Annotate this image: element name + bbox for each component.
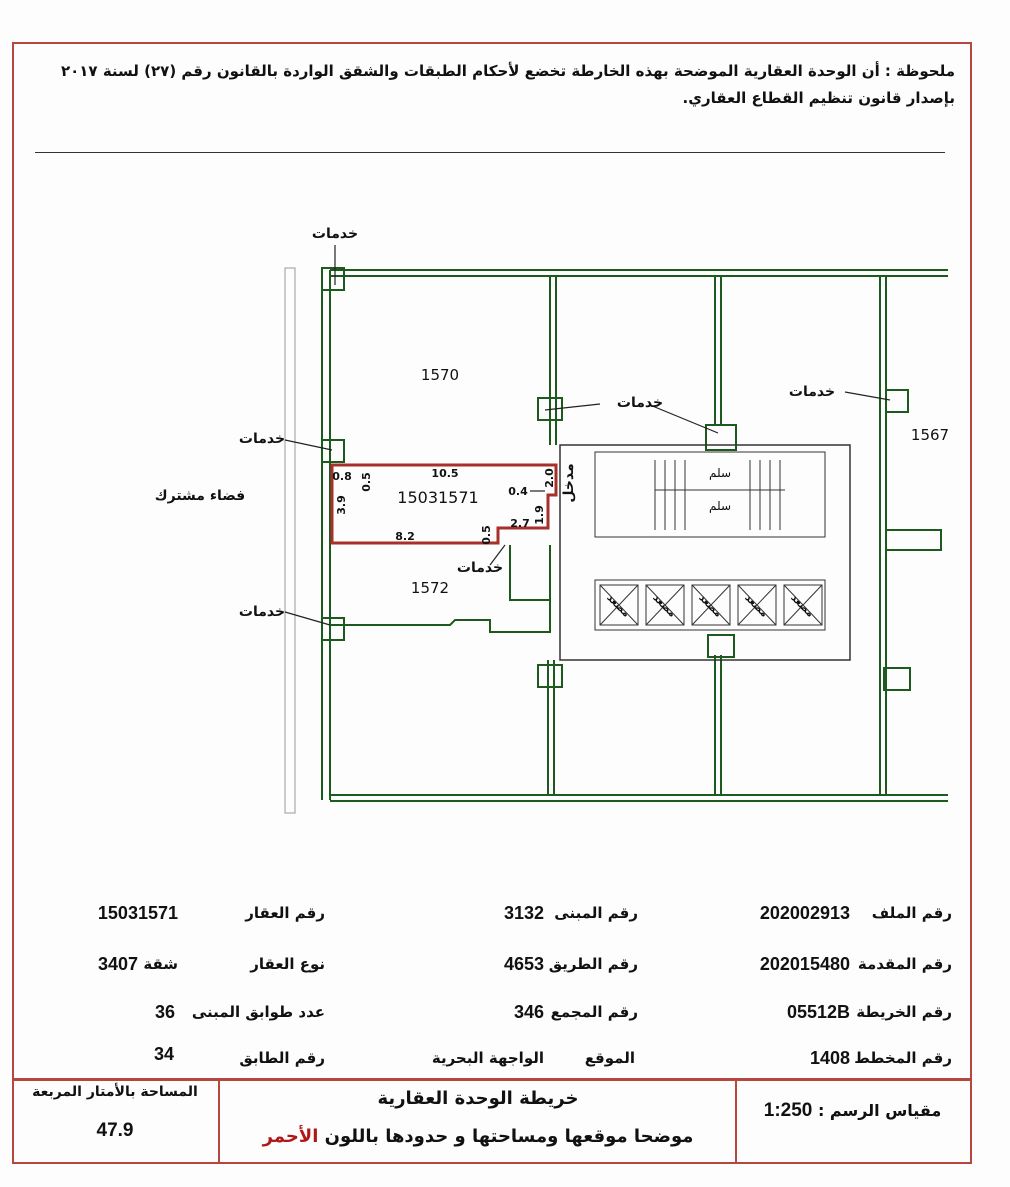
dim-bottom: 8.2	[395, 530, 415, 543]
map-title: خريطة الوحدة العقارية	[377, 1088, 579, 1109]
property-number-label: رقم العقار	[245, 904, 325, 922]
scale: مقياس الرسم : 1:250	[740, 1100, 965, 1122]
floor-plan: مصعد مصعد مصعد مصعد مصعد خدمات خدمات خدم…	[155, 226, 949, 814]
area-label: المساحة بالأمتار المربعة	[32, 1084, 198, 1100]
block-number-label: رقم المجمع	[550, 1003, 638, 1021]
dim-top: 10.5	[431, 467, 458, 480]
file-number-label: رقم الملف	[871, 904, 952, 922]
map-subtitle: موضحا موقعها ومساحتها و حدودها باللون ال…	[222, 1126, 734, 1147]
map-number-value: 05512B	[786, 1002, 850, 1022]
dim-2-7: 2.7	[510, 517, 530, 530]
building-number-value: 3132	[503, 903, 544, 923]
block-number-value: 346	[513, 1002, 544, 1022]
building-floors-value: 36	[154, 1002, 175, 1022]
entrance-label: مدخل	[561, 463, 577, 502]
property-type-number: 3407	[97, 954, 138, 974]
property-type-label: نوع العقار	[250, 955, 325, 973]
dim-0-8: 0.8	[332, 470, 352, 483]
services-label: خدمات	[312, 226, 358, 242]
building-number-label: رقم المبنى	[554, 904, 638, 922]
footer-divider	[218, 1078, 220, 1162]
plan-labels: خدمات خدمات خدمات خدمات خدمات خدمات فضاء…	[155, 226, 949, 620]
dim-2-0: 2.0	[543, 468, 556, 488]
footer-divider	[735, 1078, 737, 1162]
map-subtitle-red: الأحمر	[262, 1126, 319, 1147]
shared-space-label: فضاء مشترك	[155, 488, 245, 504]
floor-number-label: رقم الطابق	[239, 1049, 325, 1067]
stairs-label: سلم	[709, 499, 731, 513]
stairs-label: سلم	[709, 466, 731, 480]
scale-value: 1:250	[763, 1100, 813, 1121]
dim-0-4: 0.4	[508, 485, 528, 498]
map-subtitle-text: موضحا موقعها ومساحتها و حدودها باللون	[324, 1126, 694, 1147]
map-number-label: رقم الخريطة	[856, 1003, 952, 1021]
building-floors-label: عدد طوابق المبنى	[191, 1003, 325, 1021]
services-label: خدمات	[457, 560, 503, 576]
services-label: خدمات	[617, 395, 663, 411]
property-number-value: 15031571	[97, 903, 178, 923]
scale-label: مقياس الرسم :	[817, 1101, 942, 1120]
legal-note: ملحوظة : أن الوحدة العقارية الموضحة بهذه…	[60, 62, 955, 107]
document-frame	[12, 42, 972, 1164]
file-number-value: 202002913	[759, 903, 850, 923]
location-label: الموقع	[584, 1049, 635, 1067]
footer-box	[14, 1078, 970, 1165]
dim-0-5: 0.5	[480, 525, 493, 545]
unit-1572-label: 1572	[411, 579, 449, 597]
services-label: خدمات	[789, 384, 835, 400]
floor-number-value: 34	[153, 1044, 174, 1064]
area-value: 47.9	[96, 1120, 134, 1141]
plan-number-value: 1408	[809, 1048, 850, 1068]
services-label: خدمات	[239, 431, 285, 447]
dim-1-9: 1.9	[533, 505, 546, 525]
application-number-value: 202015480	[759, 954, 850, 974]
unit-1570-label: 1570	[421, 366, 459, 384]
stairs	[654, 460, 785, 530]
road-number-label: رقم الطريق	[548, 955, 638, 973]
unit-boundary	[330, 463, 558, 545]
leader-arrows	[284, 245, 891, 626]
plan-number-label: رقم المخطط	[854, 1049, 952, 1067]
walls	[284, 267, 948, 814]
property-type-value: شقة	[143, 955, 178, 973]
services-label: خدمات	[239, 604, 285, 620]
application-number-label: رقم المقدمة	[857, 955, 952, 973]
divider	[35, 152, 945, 153]
location-value: الواجهة البحرية	[431, 1049, 544, 1067]
road-number-value: 4653	[503, 954, 544, 974]
dim-0-5: 0.5	[360, 472, 373, 492]
elevators	[599, 584, 823, 626]
dim-left: 3.9	[335, 495, 348, 515]
unit-1567-label: 1567	[911, 426, 949, 444]
unit-number-label: 15031571	[397, 488, 478, 507]
